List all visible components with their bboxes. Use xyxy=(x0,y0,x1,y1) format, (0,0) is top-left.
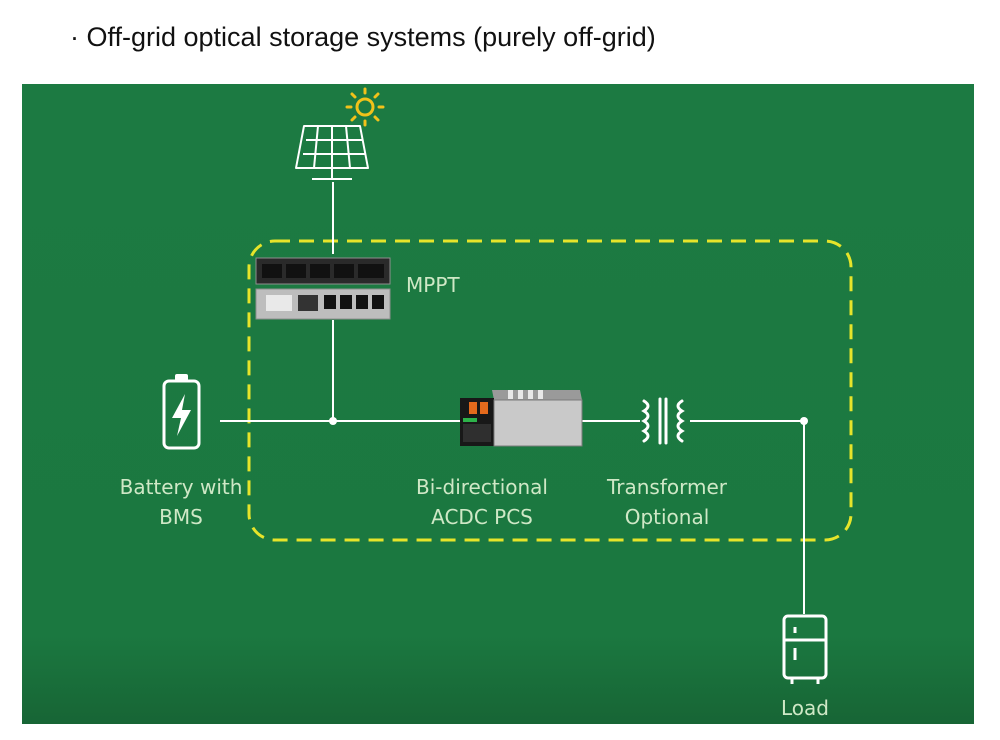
load-label-text: Load xyxy=(781,696,829,720)
load-junction-dot xyxy=(800,417,808,425)
connection-lines xyxy=(220,182,805,614)
battery-label-line1: Battery with xyxy=(119,475,243,499)
transformer-label-line2: Optional xyxy=(624,505,710,529)
system-diagram xyxy=(162,87,853,684)
transformer-label: Transformer Optional xyxy=(592,472,742,532)
pcs-label-line1: Bi-directional xyxy=(416,475,548,499)
transformer-label-line1: Transformer xyxy=(606,475,727,499)
transformer-icon xyxy=(641,397,685,445)
page-title: · Off-grid optical storage systems (pure… xyxy=(70,22,656,52)
pcs-unit-icon xyxy=(460,390,583,447)
mppt-module-icon xyxy=(255,257,391,320)
diagram-panel: MPPT Battery with BMS Bi-directional ACD… xyxy=(22,84,974,724)
battery-label: Battery with BMS xyxy=(106,472,256,532)
mppt-label: MPPT xyxy=(406,270,460,300)
battery-label-line2: BMS xyxy=(159,505,203,529)
system-boundary xyxy=(247,239,853,542)
pcs-label: Bi-directional ACDC PCS xyxy=(402,472,562,532)
battery-charge-icon xyxy=(162,374,201,450)
mppt-label-text: MPPT xyxy=(406,273,460,297)
load-label: Load xyxy=(760,693,850,723)
pcs-label-line2: ACDC PCS xyxy=(431,505,533,529)
sun-icon xyxy=(345,87,385,127)
bus-junction-dot xyxy=(329,417,337,425)
refrigerator-icon xyxy=(782,614,828,684)
solar-panel-icon xyxy=(295,125,369,180)
